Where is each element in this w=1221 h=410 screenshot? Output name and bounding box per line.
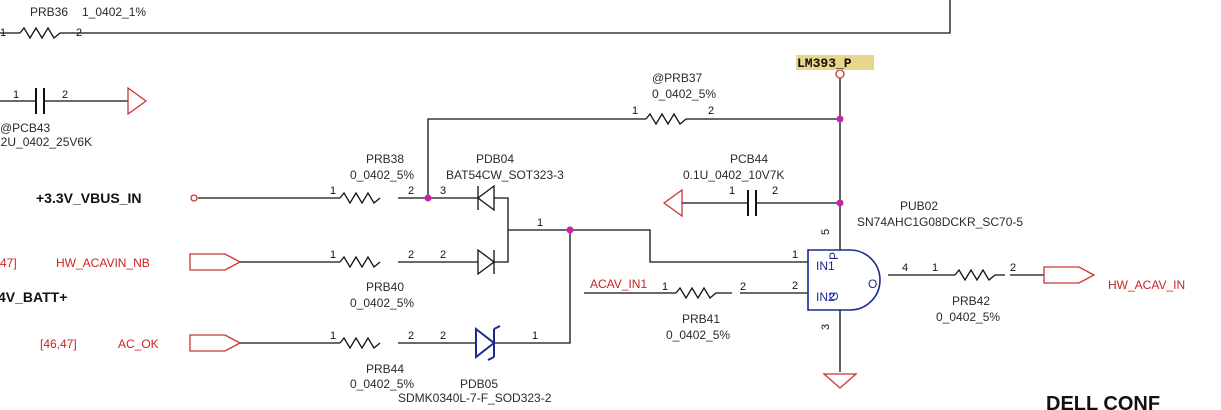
pcb43-ground-arrow [127,86,148,116]
pin-label: 1 [330,185,336,197]
pdb05-ref: PDB05 [460,377,498,391]
pin-label: 1 [0,27,6,39]
junction-dot [836,115,844,123]
acavin-port [189,253,242,271]
prb36-ref: PRB36 [30,5,68,19]
pin-label: 2 [792,280,798,292]
pin-label: 2 [408,185,414,197]
acok-sheet-ref: [46,47] [40,337,77,351]
footer-title: DELL CONF [1046,393,1160,410]
pin-label: 2 [62,89,68,101]
pcb44-ref: PCB44 [730,152,768,166]
pin-label: 1 [330,330,336,342]
pin-label: 3 [440,185,446,197]
pdb04-ref: PDB04 [476,152,514,166]
lm393-connector [835,69,845,79]
prb37-resistor [645,112,710,126]
acavin-sheet-ref: 47] [0,256,17,270]
pub02-ground-pin: G [827,292,841,301]
pdb05-schottky-diode [475,325,501,361]
prb38-ref: PRB38 [366,152,404,166]
pin-label: 1 [537,217,543,229]
acavin-net-label: HW_ACAVIN_NB [56,256,150,270]
acok-net-label: AC_OK [118,337,159,351]
pub02-and-gate [807,249,881,311]
prb44-ref: PRB44 [366,362,404,376]
pin-label: 1 [532,330,538,342]
pin-label: 2 [772,185,778,197]
prb42-value: 0_0402_5% [936,310,1000,324]
prb40-ref: PRB40 [366,280,404,294]
pin-label: 2 [440,330,446,342]
hw-acav-in-label: HW_ACAV_IN [1108,278,1185,292]
pin-label: 3 [820,324,832,330]
prb41-value: 0_0402_5% [666,328,730,342]
pin-label: 2 [1010,262,1016,274]
pcb43-value: 22U_0402_25V6K [0,135,92,149]
prb44-resistor [339,336,381,350]
pdb04-diode-bottom [477,248,496,276]
pin-label: 2 [440,249,446,261]
pin-label: 5 [820,229,832,235]
acav-in1-label: ACAV_IN1 [590,277,647,291]
junction-dot [424,194,432,202]
pdb05-value: SDMK0340L-7-F_SOD323-2 [398,391,552,405]
pdb04-diode-top [476,184,495,212]
pub02-power-pin: P [827,252,841,260]
vbus-connector [190,194,198,202]
pin-label: 1 [632,105,638,117]
prb36-value: 1_0402_1% [82,5,146,19]
prb41-resistor [675,286,732,300]
prb42-ref: PRB42 [952,294,990,308]
prb37-wire [427,118,840,198]
pdb04-output-wire [508,229,808,263]
pin-label: 1 [13,89,19,101]
pin-label: 4 [902,262,908,274]
top-wire [0,0,951,34]
prb41-ref: PRB41 [682,312,720,326]
pin-label: 1 [662,281,668,293]
prb37-ref: @PRB37 [652,71,703,85]
pcb43-capacitor [35,88,45,114]
pcb44-ground-arrow [662,188,683,218]
prb40-resistor [339,255,381,269]
pin-label: 1 [792,249,798,261]
pub02-in2: IN2 [816,290,835,304]
prb38-resistor [339,191,381,205]
pub02-in1: IN1 [816,259,835,273]
pcb44-value: 0.1U_0402_10V7K [683,168,784,182]
junction-dot [566,226,574,234]
pcb43-ref: @PCB43 [0,121,51,135]
pin-label: 2 [76,27,82,39]
prb40-value: 0_0402_5% [350,296,414,310]
pin-label: 2 [708,105,714,117]
pin-label: 2 [740,281,746,293]
hw-acav-in-port [1043,266,1096,284]
pin-label: 1 [330,249,336,261]
junction-dot [836,199,844,207]
pin-label: 2 [408,249,414,261]
pcb44-capacitor [747,190,757,216]
pin-label: 2 [408,330,414,342]
pin-label: 1 [729,185,735,197]
pub02-out: O [868,277,877,291]
lm393-label-bg [796,55,874,70]
pub02-value: SN74AHC1G08DCKR_SC70-5 [857,215,1023,229]
prb44-value: 0_0402_5% [350,377,414,391]
pub02-ground-symbol [822,373,858,389]
prb38-value: 0_0402_5% [350,168,414,182]
prb42-resistor [954,268,1005,282]
lm393-label: LM393_P [797,56,852,71]
prb37-value: 0_0402_5% [652,87,716,101]
vbatt-net-label: 4V_BATT+ [0,289,67,305]
acok-wire [240,230,571,344]
vbus-net-label: +3.3V_VBUS_IN [36,190,141,206]
acok-port [189,334,242,352]
prb36-resistor [19,26,61,40]
pub02-ref: PUB02 [900,199,938,213]
pin-label: 1 [932,262,938,274]
pdb04-value: BAT54CW_SOT323-3 [446,168,564,182]
